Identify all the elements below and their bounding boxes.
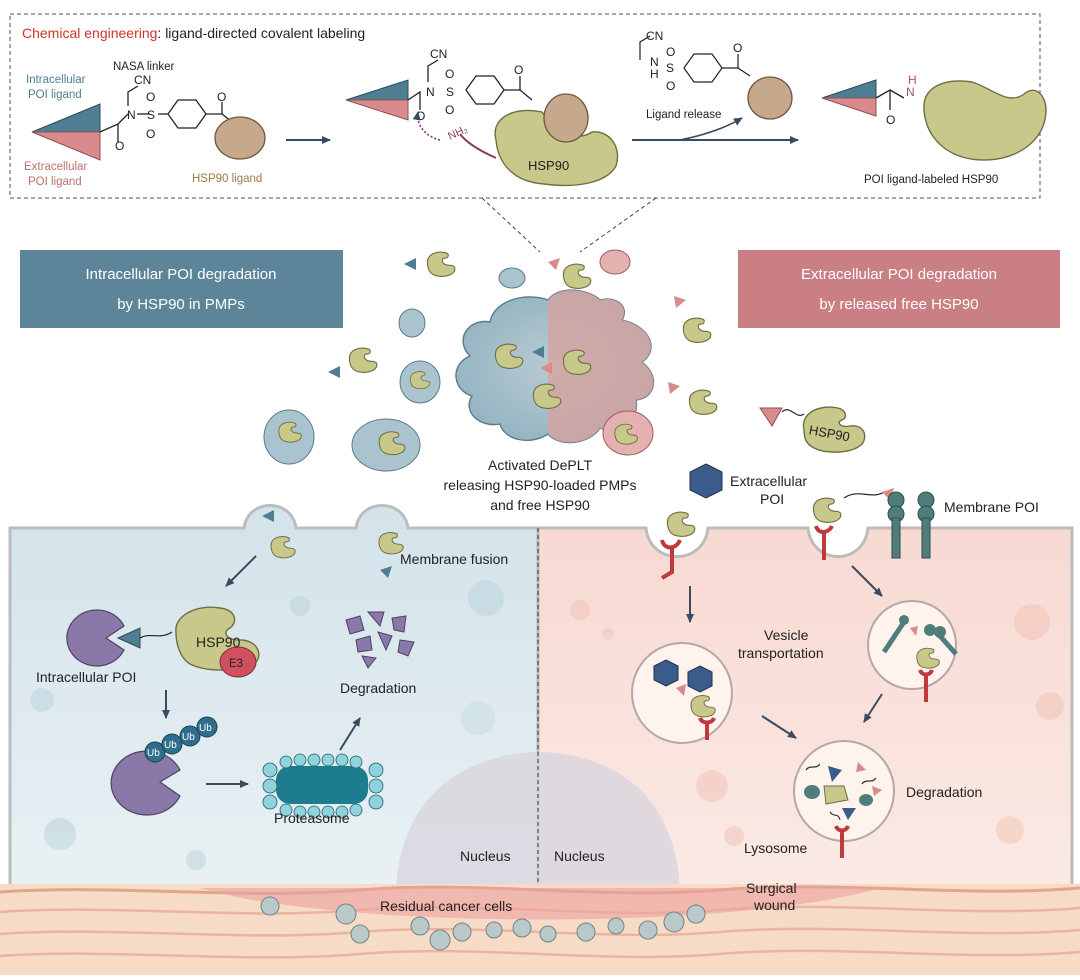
extracellular-poi-icon bbox=[689, 463, 723, 499]
labeled-hsp90: O N H POI ligand-labeled HSP90 bbox=[821, 73, 1047, 186]
right-pathway: Extracellular POI Membrane POI Vesicle t… bbox=[631, 463, 1039, 858]
nucleus-shape bbox=[396, 752, 680, 890]
labeled-hsp90-icon bbox=[923, 80, 1047, 161]
atom-o-3: O bbox=[146, 127, 155, 141]
wound-area bbox=[200, 888, 880, 920]
atom-cn-3: CN bbox=[646, 29, 663, 43]
atom-o-7: O bbox=[445, 103, 454, 117]
left-pathway: Membrane fusion HSP90 E3 Intracellular P… bbox=[36, 510, 508, 826]
atom-o-9: O bbox=[666, 45, 675, 59]
header-right: Extracellular POI degradation by release… bbox=[738, 250, 1060, 328]
header-left: Intracellular POI degradation by HSP90 i… bbox=[20, 250, 343, 328]
atom-h-1: H bbox=[650, 67, 659, 81]
ub-1: Ub bbox=[147, 748, 160, 759]
atom-s-3: S bbox=[666, 61, 674, 75]
atom-n-4: N bbox=[906, 85, 915, 99]
hsp90-label: HSP90 bbox=[196, 634, 241, 650]
ub-2: Ub bbox=[164, 740, 177, 751]
molecule-bound-hsp90: O N CN S O O O HSP90 NH₂ bbox=[345, 47, 619, 187]
svg-text:Chemical engineering: ligand-d: Chemical engineering: ligand-directed co… bbox=[22, 25, 365, 41]
atom-h-2: H bbox=[908, 73, 917, 87]
intracellular-poi-icon bbox=[66, 609, 125, 667]
atom-o-6: O bbox=[445, 67, 454, 81]
header-left-line1: Intracellular POI degradation bbox=[86, 266, 277, 283]
atom-cn-1: CN bbox=[134, 73, 151, 87]
atom-n-1: N bbox=[127, 108, 136, 122]
activated-platelet bbox=[455, 289, 655, 444]
membrane-fusion-label: Membrane fusion bbox=[400, 551, 508, 567]
cell-bubbles bbox=[30, 580, 1064, 870]
residual-cancer-cells-icon bbox=[260, 896, 706, 951]
nucleus-label-right: Nucleus bbox=[554, 848, 605, 864]
free-hsp90-large: HSP90 bbox=[759, 406, 866, 453]
lysosome-label: Lysosome bbox=[744, 840, 808, 856]
lysosome-fragments-icon bbox=[804, 762, 882, 821]
ub-4: Ub bbox=[199, 723, 212, 734]
panel-title-rest: : ligand-directed covalent labeling bbox=[157, 25, 365, 41]
degradation-label-left: Degradation bbox=[340, 680, 416, 696]
surgical-wound-label-1: Surgical bbox=[746, 880, 797, 896]
intracellular-poi-label: Intracellular POI bbox=[36, 669, 136, 685]
hsp90-bound-icon bbox=[494, 109, 619, 187]
hsp90-ligand-icon bbox=[214, 116, 266, 160]
degraded-fragments-icon bbox=[345, 611, 415, 669]
tissue-layer: Residual cancer cells Surgical wound bbox=[0, 880, 1080, 975]
nasa-linker-label: NASA linker bbox=[113, 61, 175, 73]
vesicle-2 bbox=[867, 600, 957, 690]
chemistry-panel: Chemical engineering: ligand-directed co… bbox=[9, 13, 1047, 199]
intracellular-ligand-label-1: Intracellular bbox=[26, 74, 86, 86]
extracellular-poi-label-1: Extracellular bbox=[730, 473, 807, 489]
extracellular-ligand-label-2: POI ligand bbox=[28, 176, 82, 188]
platelet-label-1: Activated DePLT bbox=[488, 457, 592, 473]
proteasome-label: Proteasome bbox=[274, 810, 350, 826]
extracellular-poi-label-2: POI bbox=[760, 491, 784, 507]
e3-ligase-icon bbox=[219, 646, 257, 678]
atom-o-1: O bbox=[115, 139, 124, 153]
atom-n-2: N bbox=[426, 85, 435, 99]
residual-cancer-cells-label: Residual cancer cells bbox=[380, 898, 512, 914]
atom-cn-2: CN bbox=[430, 47, 447, 61]
atom-o-10: O bbox=[666, 79, 675, 93]
hsp90-bound-label: HSP90 bbox=[528, 158, 569, 173]
platelet-label-2: releasing HSP90-loaded PMPs bbox=[444, 477, 637, 493]
membrane-poi-label: Membrane POI bbox=[944, 499, 1039, 515]
vesicle-label-2: transportation bbox=[738, 645, 824, 661]
extracellular-ligand-triangle-icon bbox=[31, 131, 101, 161]
header-left-line2: by HSP90 in PMPs bbox=[117, 296, 245, 313]
intracellular-ligand-label-2: POI ligand bbox=[28, 89, 82, 101]
atom-n-3: N bbox=[650, 55, 659, 69]
panel-title-highlight: Chemical engineering bbox=[22, 25, 157, 41]
atom-o-12: O bbox=[886, 113, 895, 127]
ub-3: Ub bbox=[182, 732, 195, 743]
atom-o-8: O bbox=[514, 63, 523, 77]
header-right-line1: Extracellular POI degradation bbox=[801, 266, 997, 283]
molecule-nasa-reagent: NASA linker Intracellular POI ligand Ext… bbox=[24, 61, 266, 188]
ligand-release-label: Ligand release bbox=[646, 109, 721, 121]
atom-o-11: O bbox=[733, 41, 742, 55]
atom-o-4: O bbox=[217, 90, 226, 104]
extracellular-ligand-label-1: Extracellular bbox=[24, 161, 87, 173]
proteasome-icon bbox=[262, 753, 384, 819]
released-hsp90-ligand: CN N H S O O O bbox=[639, 29, 793, 120]
header-right-line2: by released free HSP90 bbox=[819, 296, 978, 313]
atom-o-5: O bbox=[416, 109, 425, 123]
membrane-poi-icon bbox=[887, 491, 935, 559]
surgical-wound-label-2: wound bbox=[753, 897, 795, 913]
e3-label: E3 bbox=[229, 658, 243, 670]
nucleus-label-left: Nucleus bbox=[460, 848, 511, 864]
hsp90-ligand-label: HSP90 ligand bbox=[192, 173, 262, 185]
labeled-hsp90-label: POI ligand-labeled HSP90 bbox=[864, 174, 998, 186]
atom-s-2: S bbox=[446, 85, 454, 99]
atom-o-2: O bbox=[146, 90, 155, 104]
atom-s-1: S bbox=[147, 108, 155, 122]
ubiquitin-chain: Ub Ub Ub Ub bbox=[144, 716, 218, 763]
vesicle-label-1: Vesicle bbox=[764, 627, 809, 643]
platelet-label-3: and free HSP90 bbox=[490, 497, 590, 513]
degradation-label-right: Degradation bbox=[906, 784, 982, 800]
free-hsp90-label: HSP90 bbox=[808, 422, 851, 444]
floating-pmps bbox=[263, 249, 718, 472]
